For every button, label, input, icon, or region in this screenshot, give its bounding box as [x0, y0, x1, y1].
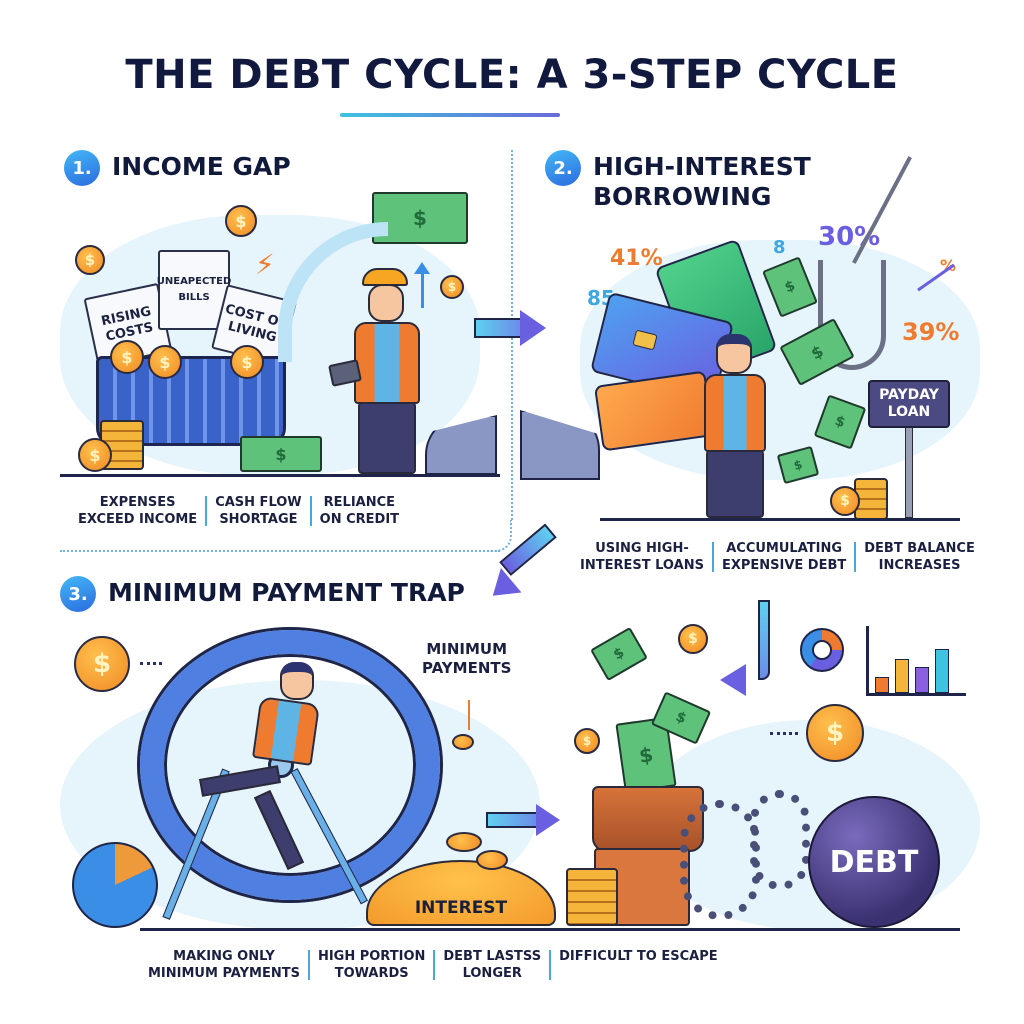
arrow-to-step-3-icon: [482, 568, 522, 608]
coin-icon: [476, 850, 508, 870]
rate-39: 39%: [902, 318, 960, 346]
step-3-title: MINIMUM PAYMENT TRAP: [108, 578, 465, 607]
title-underline: [340, 113, 560, 117]
caption-separator: [309, 496, 312, 526]
coin-icon: $: [225, 205, 257, 237]
up-arrow-head: [414, 262, 430, 274]
ground-line: [140, 928, 960, 931]
worker-pants: [706, 450, 764, 518]
caption-making-only-minimum-payments: MAKING ONLY MINIMUM PAYMENTS: [148, 949, 300, 981]
caption-cash-flow-shortage: CASH FLOW SHORTAGE: [215, 495, 302, 527]
debt-ball-icon: DEBT: [808, 796, 940, 928]
coin-icon: $: [830, 486, 860, 516]
caption-separator: [549, 950, 552, 980]
curved-arrow-icon: [720, 664, 746, 696]
step-2-title: HIGH-INTEREST BORROWING: [593, 152, 811, 211]
coin-icon: $: [806, 704, 864, 762]
coin-icon: $: [78, 438, 112, 472]
worker-head: [716, 334, 752, 374]
sign-post: [905, 420, 913, 518]
fishing-line-icon: [852, 156, 912, 264]
caption-separator: [433, 950, 436, 980]
coin-icon: $: [230, 345, 264, 379]
chain-icon: [680, 800, 760, 920]
step-2-header: 2. HIGH-INTEREST BORROWING: [545, 150, 811, 212]
curved-arrow-shaft: [758, 600, 770, 680]
divider-corner: [490, 520, 512, 552]
caption-high-portion-towards: HIGH PORTION TOWARDS: [317, 949, 426, 981]
arrow-to-step-2-icon: [520, 310, 546, 346]
step-2-captions: USING HIGH- INTEREST LOANS ACCUMULATING …: [572, 540, 983, 574]
coin-icon: [446, 832, 482, 852]
caption-separator: [711, 542, 714, 572]
coin-icon: $: [110, 340, 144, 374]
up-arrow-icon: [421, 270, 424, 308]
dollar-bill-icon: $: [590, 626, 648, 682]
coin-stack-icon: [566, 868, 618, 926]
minimum-payments-label: MINIMUM PAYMENTS: [422, 640, 512, 677]
caption-accumulating-expensive-debt: ACCUMULATING EXPENSIVE DEBT: [721, 541, 847, 573]
step-2-badge: 2.: [545, 150, 581, 186]
dotted-connector: [140, 662, 162, 665]
donut-chart-icon: [800, 628, 844, 672]
runner-vest: [251, 696, 321, 766]
coin-icon: $: [440, 275, 464, 299]
dotted-connector: [770, 732, 798, 735]
page-title: THE DEBT CYCLE: A 3-STEP CYCLE: [125, 52, 899, 98]
worker-vest: [354, 322, 420, 404]
step-3-badge: 3.: [60, 576, 96, 612]
caption-difficult-to-escape: DIFFICULT TO ESCAPE: [559, 949, 718, 964]
step-3-header: 3. MINIMUM PAYMENT TRAP: [60, 576, 465, 612]
step-1-captions: EXPENSES EXCEED INCOME CASH FLOW SHORTAG…: [70, 494, 407, 528]
down-arrow-icon: [468, 700, 470, 730]
caption-reliance-on-credit: RELIANCE ON CREDIT: [319, 495, 400, 527]
rate-41: 41%: [610, 246, 663, 271]
runner-head: [280, 662, 314, 700]
broken-bridge-right: [520, 410, 600, 480]
chain-icon: [750, 790, 810, 890]
coin-icon: $: [74, 636, 130, 692]
rate-8: 8: [773, 237, 786, 258]
worker-vest: [704, 374, 766, 452]
dollar-bill-icon: $: [372, 192, 468, 244]
caption-separator: [205, 496, 208, 526]
pie-chart-icon: [72, 842, 158, 928]
coin-icon: [452, 734, 474, 750]
ground-line: [600, 518, 960, 521]
fish-hook-icon: [818, 260, 886, 370]
worker-pants: [358, 402, 416, 474]
step-1-header: 1. INCOME GAP: [64, 150, 291, 186]
coin-icon: $: [574, 728, 600, 754]
arrow-right-icon: [536, 804, 560, 836]
coin-icon: $: [678, 624, 708, 654]
caption-debt-balance-increases: DEBT BALANCE INCREASES: [864, 541, 975, 573]
step-1-title: INCOME GAP: [112, 152, 291, 181]
caption-debt-lasts-longer: DEBT LASTSS LONGER: [443, 949, 542, 981]
dollar-bill-icon: $: [240, 436, 322, 472]
coin-icon: $: [75, 245, 105, 275]
caption-using-high-interest-loans: USING HIGH- INTEREST LOANS: [580, 541, 704, 573]
step-1-badge: 1.: [64, 150, 100, 186]
caption-separator: [307, 950, 310, 980]
step-3-captions: MAKING ONLY MINIMUM PAYMENTS HIGH PORTIO…: [140, 948, 726, 982]
bar-chart-icon: [866, 626, 966, 696]
caption-expenses-exceed-income: EXPENSES EXCEED INCOME: [78, 495, 198, 527]
worker-head: [368, 284, 404, 322]
caption-separator: [854, 542, 857, 572]
arrow-to-step-2-shaft: [474, 318, 520, 338]
ground-line: [60, 474, 500, 477]
divider-horizontal: [60, 550, 500, 552]
arrow-right-shaft: [486, 812, 536, 828]
lightning-icon: ⚡: [255, 248, 275, 281]
coin-icon: $: [148, 345, 182, 379]
payday-loan-sign: PAYDAY LOAN: [868, 380, 950, 428]
